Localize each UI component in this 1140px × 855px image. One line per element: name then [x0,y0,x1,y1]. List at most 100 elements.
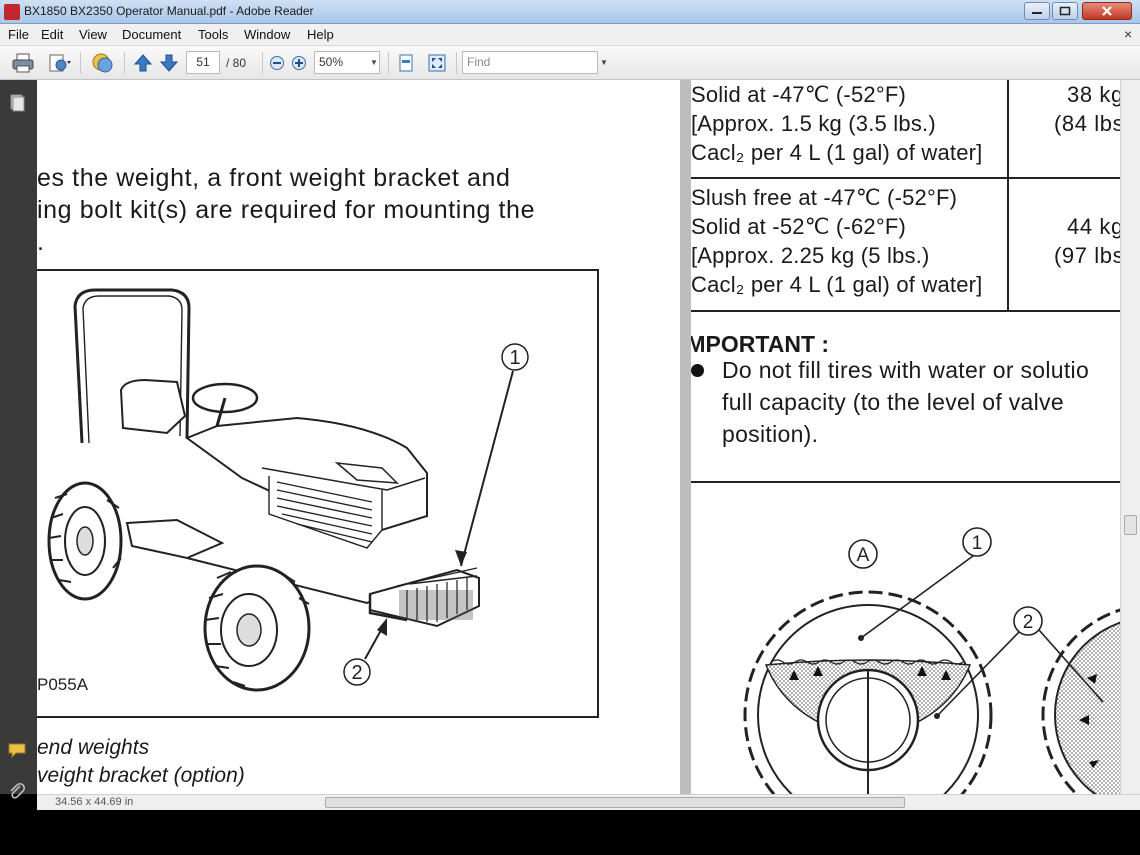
table-column-divider [1007,80,1009,312]
close-icon [1102,6,1112,16]
close-button[interactable] [1082,2,1132,20]
vertical-scrollbar[interactable] [1120,80,1140,794]
paperclip-icon [10,782,26,799]
important-heading: IMPORTANT : [691,331,830,357]
front-weights [369,567,480,628]
toolbar-separator [456,52,457,74]
arrow-up-icon [133,54,153,72]
find-input[interactable]: Find [462,51,598,74]
menu-help[interactable]: Help [307,27,334,42]
zoom-out-button[interactable] [268,51,286,75]
pages-panel-button[interactable] [8,94,26,117]
collaborate-button[interactable] [88,51,118,75]
fit-page-icon [399,54,413,72]
print-button[interactable] [10,51,36,75]
minimize-button[interactable] [1024,2,1050,20]
steering-wheel [191,382,259,414]
print-icon [12,53,34,73]
menu-window[interactable]: Window [244,27,291,42]
arrow-down-icon [159,54,179,72]
bullet-icon [691,364,704,377]
table-cell-line: Cacl₂ per 4 L (1 gal) of water] [691,140,983,165]
restore-icon [1059,6,1071,16]
figure-callout-1: 1 [972,533,983,554]
table-row-divider [691,177,1120,179]
maximize-button[interactable] [1052,2,1078,20]
chevron-down-icon[interactable]: ▼ [370,58,378,67]
tractor-grille [268,476,383,549]
table-weight: 44 kg [1067,214,1120,239]
chevron-down-icon[interactable]: ▼ [600,58,608,67]
full-screen-icon [428,54,446,72]
front-weight-bracket [368,594,408,622]
pdf-page-left: es the weight, a front weight bracket an… [37,80,680,794]
menu-file[interactable]: File [8,27,29,42]
antifreeze-table [691,80,1120,312]
toolbar-separator [80,52,81,74]
menu-view[interactable]: View [79,27,107,42]
fit-page-button[interactable] [396,51,416,75]
comment-icon [8,743,26,759]
figure-callout-2: 2 [1023,612,1034,633]
table-cell-line: Solid at -52℃ (-62°F) [691,214,906,239]
table-weight: (97 lbs [1054,243,1120,268]
important-text-line: Do not fill tires with water or solutio [722,357,1090,383]
screen-border [0,810,1140,855]
table-cell-line: [Approx. 2.25 kg (5 lbs.) [691,243,930,268]
document-close-icon[interactable]: × [1124,26,1133,42]
minimize-icon [1032,12,1042,14]
horizontal-scrollbar-thumb[interactable] [325,797,905,808]
callout-2-label: 2 [351,662,362,684]
menu-edit[interactable]: Edit [41,27,64,42]
rear-wheel [47,481,123,601]
front-wheel [203,564,311,692]
attachments-panel-button[interactable] [8,782,26,805]
zoom-level-select[interactable]: 50% [314,51,380,74]
page-size-label: 34.56 x 44.69 in [55,796,134,808]
previous-page-button[interactable] [132,51,154,75]
tire-cross-section [743,590,993,794]
document-tools-icon [49,54,71,72]
page-count: / 80 [226,56,247,70]
zoom-in-icon [292,56,306,70]
table-cell-line: Slush free at -47℃ (-52°F) [691,185,958,210]
figure-caption-line: end weights [37,736,150,759]
paragraph-line: . [37,228,45,256]
menu-document[interactable]: Document [122,27,182,42]
tractor-seat [119,378,187,435]
full-screen-button[interactable] [426,51,448,75]
callout-1-label: 1 [509,347,520,369]
callout-2-circle [343,658,371,686]
page-number-input[interactable]: 51 [186,51,220,74]
figure-code: P055A [37,675,89,694]
table-cell-line: Cacl₂ per 4 L (1 gal) of water] [691,272,983,297]
next-page-button[interactable] [158,51,180,75]
vertical-scrollbar-thumb[interactable] [1124,515,1137,535]
paragraph-line: ing bolt kit(s) are required for mountin… [37,196,536,224]
paragraph-line: es the weight, a front weight bracket an… [37,164,511,192]
tools-menu-button[interactable] [42,51,76,75]
toolbar-separator [262,52,263,74]
table-cell-line: Solid at -47℃ (-52°F) [691,82,906,107]
important-text-line: position). [722,421,819,447]
toolbar-separator [388,52,389,74]
window-title: BX1850 BX2350 Operator Manual.pdf - Adob… [24,4,314,18]
adobe-reader-icon [4,4,20,20]
status-bar: 34.56 x 44.69 in [37,794,1140,810]
figure-label-a: A [857,545,870,566]
menu-tools[interactable]: Tools [198,27,229,42]
rops-frame [73,288,191,444]
document-view[interactable]: es the weight, a front weight bracket an… [37,80,1120,794]
navigation-panel [0,80,37,799]
table-weight: 38 kg [1067,82,1120,107]
zoom-in-button[interactable] [290,51,308,75]
pdf-page-right: Solid at -47℃ (-52°F) [Approx. 1.5 kg (3… [691,80,1120,794]
menu-bar: File Edit View Document Tools Window Hel… [0,24,1140,46]
share-icon [92,53,113,73]
important-text-line: full capacity (to the level of valve [722,389,1064,415]
tractor-figure: 1 2 P055A [37,269,599,718]
comments-panel-button[interactable] [8,742,28,763]
table-weight: (84 lbs [1054,111,1120,136]
tire-ballast-figure: A 1 2 [691,481,1120,794]
